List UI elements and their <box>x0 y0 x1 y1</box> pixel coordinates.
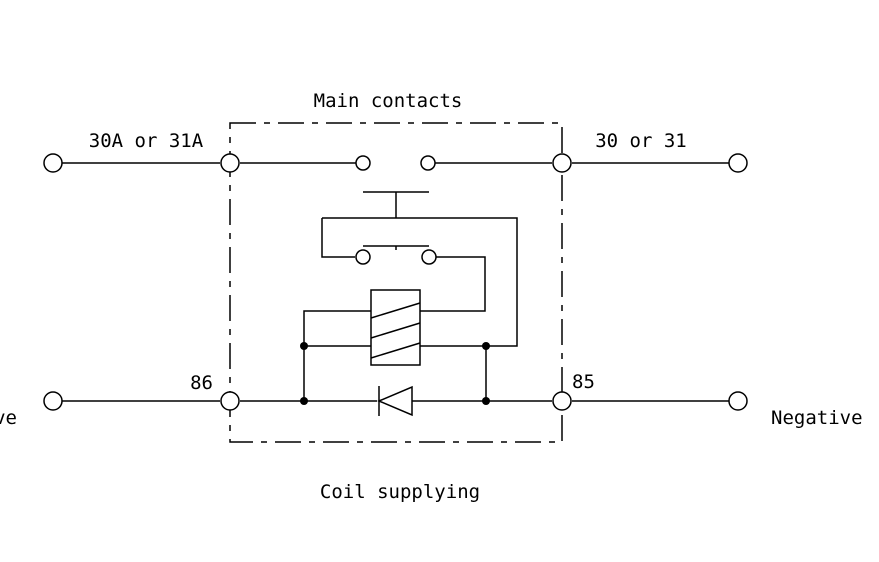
diode-triangle <box>377 385 413 417</box>
coil-winding-3 <box>370 342 421 359</box>
main-contact-right <box>420 155 436 171</box>
relay-enclosure <box>229 122 563 443</box>
label-terminal-85: 85 <box>572 371 595 393</box>
terminal-left-top <box>43 153 63 173</box>
terminal-positive <box>43 391 63 411</box>
label-terminal-86: 86 <box>190 372 213 394</box>
terminal-30a <box>220 153 240 173</box>
wire-auxiliary-loop <box>322 217 518 347</box>
main-contact-left <box>355 155 371 171</box>
wire-aux-left <box>321 218 355 258</box>
terminal-85 <box>552 391 572 411</box>
coil-winding-1 <box>370 302 421 319</box>
label-coil-supplying: Coil supplying <box>320 481 480 503</box>
terminal-right-top <box>728 153 748 173</box>
terminal-negative <box>728 391 748 411</box>
wire-aux-right <box>420 256 486 312</box>
label-positive: Positive <box>0 407 17 429</box>
junction-dot <box>300 397 308 405</box>
wire-coil-left <box>303 310 371 401</box>
label-negative: Negative <box>771 407 863 429</box>
label-main-contacts: Main contacts <box>314 90 463 112</box>
junction-dot <box>482 342 490 350</box>
relay-coil <box>370 289 421 366</box>
terminal-30 <box>552 153 572 173</box>
terminal-86 <box>220 391 240 411</box>
junction-dot <box>300 342 308 350</box>
label-terminal-30: 30 or 31 <box>595 130 687 152</box>
aux-contact-left <box>355 249 371 265</box>
aux-contact-right <box>421 249 437 265</box>
coil-winding-2 <box>370 322 421 339</box>
label-terminal-30a: 30A or 31A <box>89 130 204 152</box>
junction-dot <box>482 397 490 405</box>
